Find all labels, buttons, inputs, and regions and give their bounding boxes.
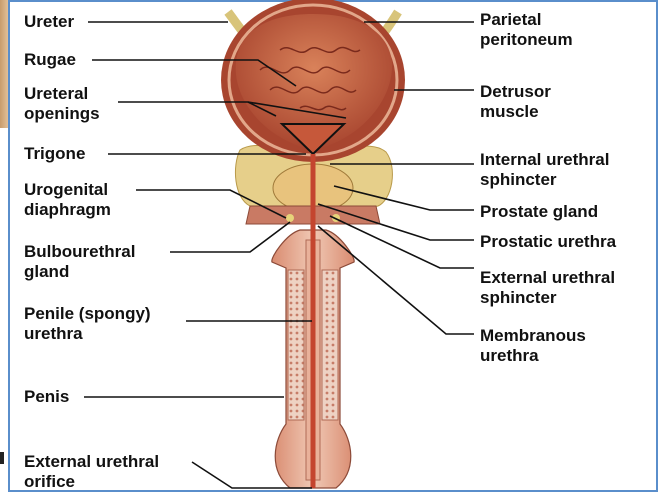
label-urogenital-diaphragm: Urogenital diaphragm (24, 180, 111, 220)
label-external-urethral-orifice: External urethral orifice (24, 452, 159, 492)
label-external-urethral-sphincter: External urethral sphincter (480, 268, 615, 308)
right-corpus-cavernosum (322, 270, 338, 420)
label-rugae: Rugae (24, 50, 76, 70)
left-corpus-cavernosum (288, 270, 304, 420)
label-membranous-urethra: Membranous urethra (480, 326, 586, 366)
label-trigone: Trigone (24, 144, 85, 164)
left-bulbourethral-gland (286, 214, 294, 222)
label-ureter: Ureter (24, 12, 74, 32)
label-prostate-gland: Prostate gland (480, 202, 598, 222)
label-ureteral-openings: Ureteral openings (24, 84, 100, 124)
label-internal-urethral-sphincter: Internal urethral sphincter (480, 150, 609, 190)
label-penile-urethra: Penile (spongy) urethra (24, 304, 151, 344)
label-prostatic-urethra: Prostatic urethra (480, 232, 616, 252)
label-parietal-peritoneum: Parietal peritoneum (480, 10, 573, 50)
label-penis: Penis (24, 387, 69, 407)
label-bulbourethral-gland: Bulbourethral gland (24, 242, 135, 282)
label-detrusor-muscle: Detrusor muscle (480, 82, 551, 122)
